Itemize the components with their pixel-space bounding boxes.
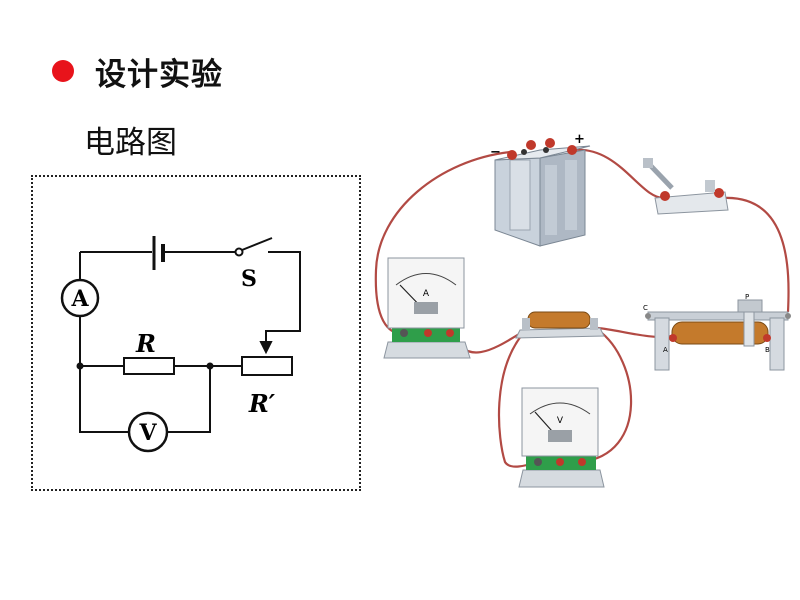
wire-volt-left bbox=[79, 366, 128, 433]
voltmeter-label: V bbox=[138, 420, 157, 446]
ammeter-symbol bbox=[60, 278, 100, 318]
battery-plus-label: + bbox=[574, 132, 585, 147]
resistor-label: R bbox=[135, 329, 156, 358]
section-subtitle: 电路图 bbox=[84, 125, 177, 161]
junction-right bbox=[206, 362, 214, 370]
battery-pack bbox=[494, 138, 591, 247]
wire-volt-right bbox=[167, 366, 211, 433]
switch-pivot bbox=[234, 247, 244, 257]
ammeter-label: A bbox=[70, 286, 89, 312]
resistor-r-body bbox=[123, 357, 175, 375]
voltmeter-device bbox=[518, 387, 605, 488]
rheostat-label: R′ bbox=[248, 389, 276, 418]
rheostat-terminal-p: P bbox=[745, 293, 749, 301]
wire-resistor-voltmeter-2 bbox=[579, 329, 633, 464]
ammeter-unit: A bbox=[423, 289, 430, 299]
switch-label: S bbox=[241, 266, 257, 292]
wire-right bbox=[265, 251, 301, 350]
ammeter-device bbox=[383, 257, 471, 359]
voltmeter-unit: V bbox=[557, 416, 564, 426]
bullet-dot bbox=[52, 60, 74, 82]
slide-title: 设计实验 bbox=[95, 57, 223, 93]
battery-minus-label: − bbox=[490, 145, 501, 160]
wire-battery-switch bbox=[571, 148, 666, 200]
resistor-coil bbox=[515, 311, 605, 339]
slider-arrow bbox=[259, 341, 273, 355]
wire-left-lower bbox=[79, 316, 124, 367]
rheostat-terminal-c: C bbox=[643, 304, 648, 312]
knife-switch[interactable] bbox=[643, 158, 729, 215]
wire-resistor-voltmeter bbox=[497, 329, 539, 468]
sliding-rheostat[interactable] bbox=[645, 299, 791, 371]
rheostat-body bbox=[241, 356, 293, 376]
schematic-frame bbox=[31, 175, 361, 491]
circuit-schematic bbox=[79, 236, 301, 433]
voltmeter-symbol bbox=[127, 411, 169, 453]
wire-switch-rheostat bbox=[722, 196, 790, 313]
rheostat-terminal-a: A bbox=[663, 346, 668, 354]
rheostat-terminal-b: B bbox=[765, 346, 770, 354]
switch-blade bbox=[241, 237, 273, 251]
junction-left bbox=[76, 362, 84, 370]
